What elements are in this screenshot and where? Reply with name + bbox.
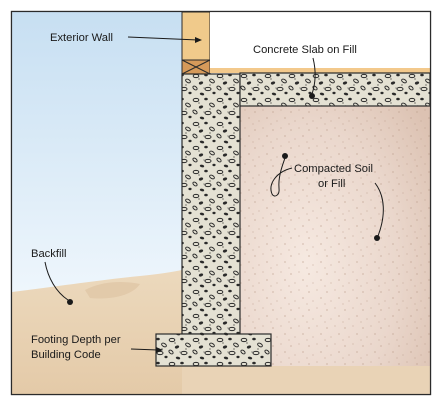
footing	[155, 333, 272, 367]
foundation-wall	[181, 73, 241, 335]
label-footing-line2: Building Code	[31, 349, 101, 361]
backfill-soil	[12, 270, 182, 394]
compacted-leader-left-dot	[282, 153, 288, 159]
interior-space	[210, 12, 430, 72]
label-footing-line1: Footing Depth per	[31, 334, 121, 346]
concrete-slab	[239, 72, 431, 107]
compacted-leader-right-dot	[374, 235, 380, 241]
label-compacted-soil-line2: or Fill	[318, 178, 345, 190]
floor-finish	[210, 68, 430, 73]
frame-outline	[10, 10, 432, 396]
exterior-wall-framing	[181, 11, 211, 61]
backfill-leader	[44, 261, 69, 301]
label-exterior-wall: Exterior Wall	[50, 32, 113, 44]
subgrade	[182, 366, 430, 394]
label-backfill: Backfill	[31, 248, 66, 260]
backfill-leader-dot	[67, 299, 73, 305]
exterior-wall-leader	[127, 36, 199, 41]
compacted-leader-right	[374, 182, 384, 237]
sky	[12, 12, 182, 292]
slab-leader	[311, 57, 316, 95]
label-compacted-soil-line1: Compacted Soil	[294, 163, 373, 175]
backfill-soft-area	[85, 282, 140, 299]
slab-leader-dot	[309, 93, 315, 99]
sill-plate-cross	[181, 59, 211, 75]
footing-leader	[130, 348, 159, 351]
compacted-fill-speckle	[240, 106, 430, 394]
exterior-wall-arrowhead	[195, 37, 202, 43]
compacted-leader-left	[270, 157, 293, 197]
footing-arrowhead	[156, 347, 163, 353]
label-concrete-slab: Concrete Slab on Fill	[253, 44, 357, 56]
